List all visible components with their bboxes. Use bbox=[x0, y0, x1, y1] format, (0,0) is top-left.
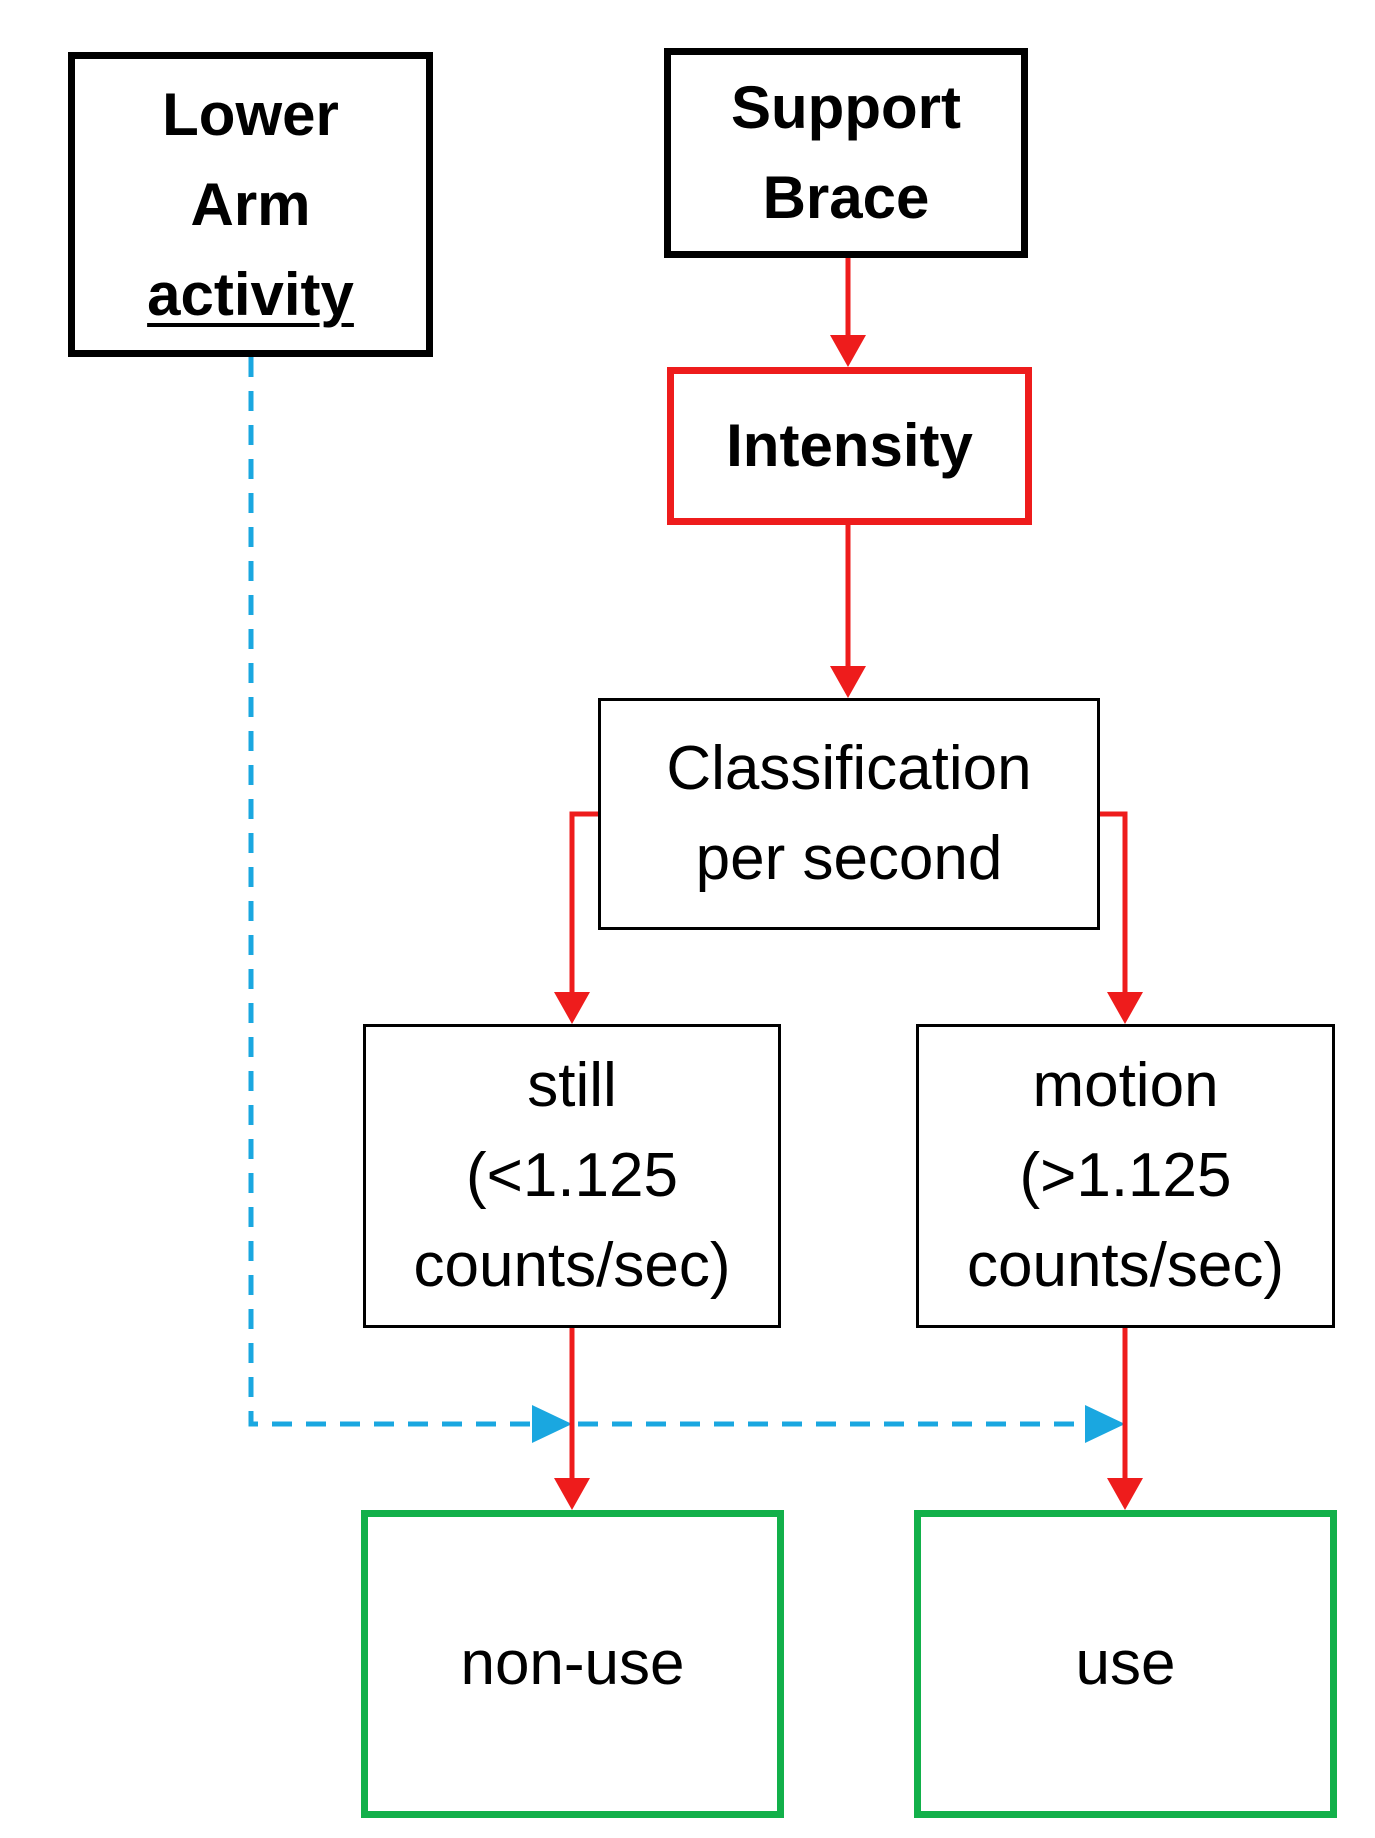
node-still-line3: counts/sec) bbox=[413, 1231, 731, 1300]
edge-classification-to-motion bbox=[1097, 811, 1128, 992]
arrowhead-nonuse bbox=[554, 1478, 590, 1510]
node-non-use: non-use bbox=[361, 1510, 784, 1818]
node-use: use bbox=[914, 1510, 1337, 1818]
edge-classification-to-still bbox=[569, 811, 600, 992]
node-motion-line2: (>1.125 bbox=[1019, 1141, 1232, 1210]
node-support-brace-line1: Support bbox=[731, 74, 961, 141]
arrowhead-blue-still bbox=[532, 1405, 572, 1443]
node-still: still (<1.125 counts/sec) bbox=[363, 1024, 781, 1328]
arrowhead-intensity bbox=[830, 335, 866, 367]
node-motion: motion (>1.125 counts/sec) bbox=[916, 1024, 1335, 1328]
arrowhead-still bbox=[554, 992, 590, 1024]
node-classification: Classification per second bbox=[598, 698, 1100, 930]
node-lower-arm-line1: Lower bbox=[162, 80, 339, 148]
node-lower-arm-activity: Lower Arm activity bbox=[68, 52, 433, 357]
node-non-use-label: non-use bbox=[460, 1629, 685, 1698]
node-classification-line1: Classification bbox=[666, 734, 1032, 803]
arrowhead-classification bbox=[830, 666, 866, 698]
node-intensity: Intensity bbox=[667, 367, 1032, 525]
node-support-brace-line2: Brace bbox=[762, 164, 930, 231]
node-motion-line1: motion bbox=[1032, 1051, 1219, 1120]
node-still-line1: still bbox=[527, 1051, 617, 1120]
node-lower-arm-line3: activity bbox=[147, 260, 354, 328]
node-motion-line3: counts/sec) bbox=[966, 1231, 1285, 1300]
node-still-line2: (<1.125 bbox=[465, 1141, 678, 1210]
node-intensity-label: Intensity bbox=[726, 412, 973, 479]
arrowhead-blue-motion bbox=[1085, 1405, 1125, 1443]
arrowhead-use bbox=[1107, 1478, 1143, 1510]
node-classification-line2: per second bbox=[695, 824, 1003, 893]
node-lower-arm-line2: Arm bbox=[190, 170, 311, 238]
node-support-brace: Support Brace bbox=[664, 48, 1028, 258]
arrowhead-motion bbox=[1107, 992, 1143, 1024]
edge-lower-arm-dashed bbox=[248, 357, 1093, 1427]
node-use-label: use bbox=[1075, 1629, 1176, 1698]
